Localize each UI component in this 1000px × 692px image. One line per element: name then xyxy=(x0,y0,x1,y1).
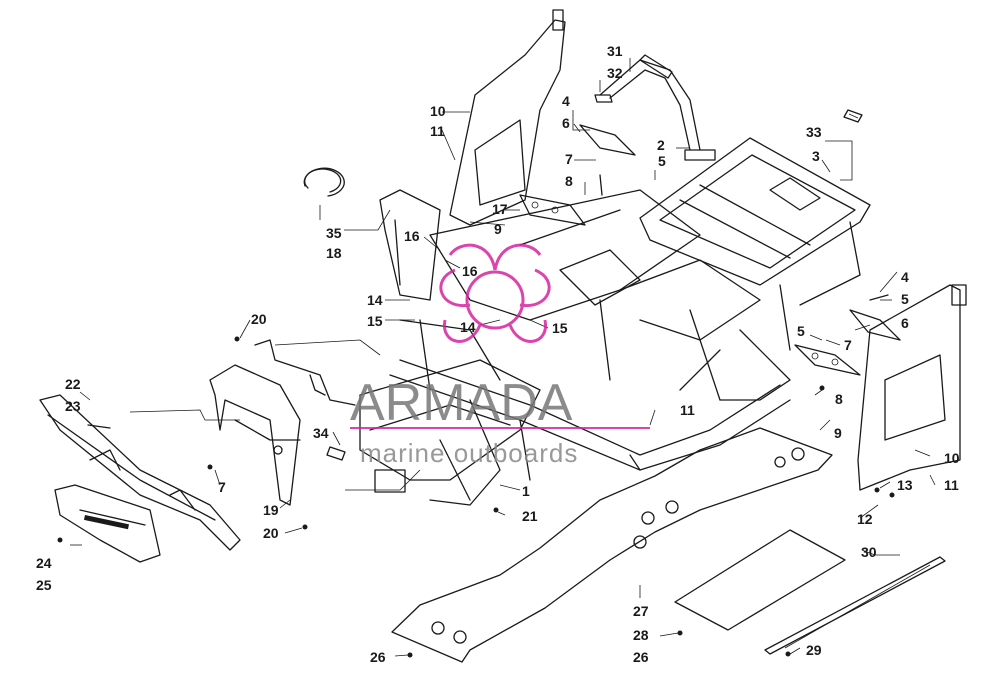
callout-26-right: 26 xyxy=(633,649,649,665)
callout-12: 12 xyxy=(857,511,873,527)
callout-labels: 31 32 4 6 2 7 5 8 33 3 10 11 17 9 35 18 … xyxy=(36,43,960,665)
callout-19: 19 xyxy=(263,502,279,518)
main-frame xyxy=(359,137,871,506)
callout-5: 5 xyxy=(658,153,666,169)
right-seat-frame xyxy=(857,284,967,491)
callout-20-top: 20 xyxy=(251,311,267,327)
callout-23: 23 xyxy=(65,398,81,414)
callout-10-right: 10 xyxy=(944,450,960,466)
callout-16-a: 16 xyxy=(404,228,420,244)
callout-1: 1 xyxy=(522,483,530,499)
callout-30: 30 xyxy=(861,544,877,560)
callout-10-left: 10 xyxy=(430,103,446,119)
callout-4-right: 4 xyxy=(901,269,909,285)
front-subframe xyxy=(209,339,356,506)
left-seat-frame xyxy=(449,9,566,226)
bumper-guard xyxy=(54,484,161,563)
callout-34: 34 xyxy=(313,425,329,441)
callout-27: 27 xyxy=(633,603,649,619)
callout-7: 7 xyxy=(565,151,573,167)
callout-24: 24 xyxy=(36,555,52,571)
callout-29: 29 xyxy=(806,642,822,658)
leader-lines xyxy=(70,58,936,657)
callout-9-left: 9 xyxy=(494,221,502,237)
callout-15-b: 15 xyxy=(552,320,568,336)
callout-9-right: 9 xyxy=(834,425,842,441)
callout-8-right: 8 xyxy=(835,391,843,407)
callout-22: 22 xyxy=(65,376,81,392)
skid-plate xyxy=(391,427,833,663)
callout-7-right: 7 xyxy=(844,337,852,353)
octopus-logo-icon xyxy=(439,243,551,343)
fasteners xyxy=(57,174,895,658)
watermark: ARMADA marine outboards xyxy=(350,243,650,468)
callout-14-a: 14 xyxy=(367,292,383,308)
callout-6: 6 xyxy=(562,115,570,131)
seat-bracket-left xyxy=(519,194,586,226)
watermark-tagline: marine outboards xyxy=(360,438,578,468)
callout-18: 18 xyxy=(326,245,342,261)
pad-34 xyxy=(326,446,346,461)
watermark-brand: ARMADA xyxy=(350,374,573,432)
callout-25: 25 xyxy=(36,577,52,593)
seat-bracket-right xyxy=(794,344,861,376)
seat-rail-right xyxy=(849,309,901,341)
callout-11-mid: 11 xyxy=(680,402,695,418)
callout-5-right: 5 xyxy=(901,291,909,307)
small-skid-plate xyxy=(674,529,846,631)
seat-rail-left xyxy=(579,124,636,156)
callout-15-a: 15 xyxy=(367,313,383,329)
callout-26-left: 26 xyxy=(370,649,386,665)
callout-33: 33 xyxy=(806,124,822,140)
callout-3: 3 xyxy=(812,148,820,164)
callout-17: 17 xyxy=(492,201,508,217)
snap-ring xyxy=(303,167,345,197)
callout-2: 2 xyxy=(657,137,665,153)
pad-33 xyxy=(843,109,863,123)
callout-31: 31 xyxy=(607,43,623,59)
callout-14-b: 14 xyxy=(460,319,476,335)
callout-4: 4 xyxy=(562,93,570,109)
callout-16-b: 16 xyxy=(462,263,478,279)
callout-6-right: 6 xyxy=(901,315,909,331)
callout-20-bottom: 20 xyxy=(263,525,279,541)
callout-7-left: 7 xyxy=(218,479,226,495)
trim-strip xyxy=(764,556,946,655)
front-bumper xyxy=(39,394,241,551)
callout-13: 13 xyxy=(897,477,913,493)
callout-32: 32 xyxy=(607,65,623,81)
callout-5-right-b: 5 xyxy=(797,323,805,339)
callout-11-left: 11 xyxy=(430,123,445,139)
callout-28: 28 xyxy=(633,627,649,643)
callout-8: 8 xyxy=(565,173,573,189)
callout-21: 21 xyxy=(522,508,538,524)
roll-bar xyxy=(594,54,716,161)
callout-11-right: 11 xyxy=(944,477,959,493)
callout-35: 35 xyxy=(326,225,342,241)
